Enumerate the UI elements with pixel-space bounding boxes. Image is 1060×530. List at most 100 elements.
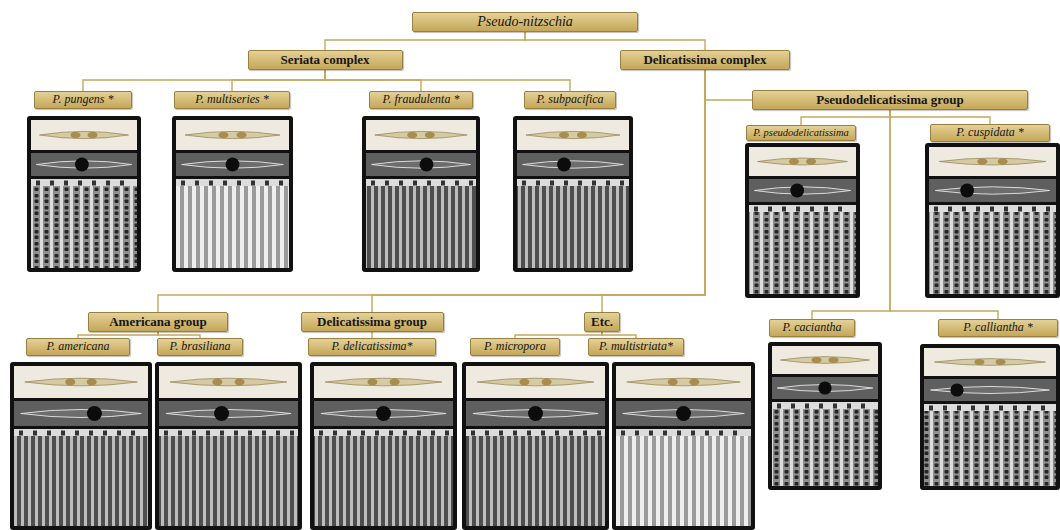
fibula xyxy=(929,406,933,411)
central-nodule xyxy=(790,184,804,198)
diatom-cell xyxy=(25,378,138,386)
light-micrograph xyxy=(466,366,605,398)
raphe-band xyxy=(924,404,1056,411)
panel-frame xyxy=(362,116,480,272)
chloroplast xyxy=(668,379,678,386)
light-micrograph xyxy=(517,120,629,150)
fibula xyxy=(592,181,596,186)
fibula xyxy=(131,431,135,436)
tem-micrograph xyxy=(314,401,453,426)
chloroplast xyxy=(87,132,97,138)
species-label: P. pungens * xyxy=(53,93,114,106)
striae-detail xyxy=(14,429,148,526)
fibula xyxy=(847,404,851,409)
chloroplast xyxy=(71,132,81,138)
valve-outline xyxy=(21,410,142,418)
fibula xyxy=(1013,406,1017,411)
light-micrograph xyxy=(924,348,1056,376)
light-micrograph xyxy=(366,120,476,150)
tree-connector xyxy=(801,110,890,125)
fibula xyxy=(178,431,182,436)
species-box: P. fraudulenta * xyxy=(369,91,473,109)
fibula xyxy=(441,181,445,186)
complex-box: Seriata complex xyxy=(248,50,403,70)
diatom-cell xyxy=(935,359,1046,366)
fibula xyxy=(279,181,283,186)
species-label: Pseudo-nitzschia xyxy=(477,14,573,29)
species-label: P. caciantha xyxy=(782,321,841,334)
species-label: P. pseudodelicatissima xyxy=(753,127,848,139)
fibula xyxy=(833,404,837,409)
chloroplast xyxy=(212,379,222,386)
diatom-cell xyxy=(526,131,620,138)
panel-frame xyxy=(10,362,152,530)
micrograph-panel xyxy=(27,116,141,272)
species-label: P. delicatissima* xyxy=(331,340,412,353)
chloroplast xyxy=(577,132,587,138)
chloroplast xyxy=(559,132,569,138)
chloroplast xyxy=(689,379,699,386)
fibula xyxy=(705,431,709,436)
fibula xyxy=(262,431,266,436)
species-label: P. calliantha * xyxy=(963,321,1032,334)
fibula xyxy=(777,404,781,409)
species-label: P. subpacifica xyxy=(536,93,603,106)
light-micrograph xyxy=(31,120,137,150)
species-box: P. multiseries * xyxy=(174,91,290,109)
raphe-band xyxy=(466,429,605,436)
chloroplast xyxy=(996,359,1006,365)
light-micrograph xyxy=(159,366,298,398)
fibula xyxy=(78,181,82,186)
fibula xyxy=(663,431,667,436)
striae-detail xyxy=(31,179,137,268)
fibula xyxy=(513,431,517,436)
fibula xyxy=(265,181,269,186)
species-box: P. micropora xyxy=(470,338,560,356)
striae-detail xyxy=(176,179,289,268)
light-micrograph xyxy=(749,147,856,176)
fibula xyxy=(389,431,393,436)
central-nodule xyxy=(226,158,240,172)
fibula xyxy=(550,181,554,186)
tree-connector xyxy=(325,70,570,91)
species-box: P. americana xyxy=(26,338,130,356)
tem-micrograph xyxy=(466,401,605,426)
tree-connector xyxy=(525,32,705,50)
group-label: Pseudodelicatissima group xyxy=(816,93,963,107)
tem-micrograph xyxy=(159,401,298,426)
fibula xyxy=(445,431,449,436)
fibula xyxy=(385,181,389,186)
striae-detail xyxy=(314,429,453,526)
fibula xyxy=(33,431,37,436)
micrograph-panel xyxy=(745,143,860,298)
fibula xyxy=(768,207,772,212)
micrograph-panel xyxy=(172,116,293,272)
group-label: Americana group xyxy=(109,315,207,329)
group-box: Pseudodelicatissima group xyxy=(752,90,1028,110)
tree-connector xyxy=(158,70,705,312)
fibula xyxy=(782,207,786,212)
fibula xyxy=(103,431,107,436)
tree-connector xyxy=(372,70,705,312)
panel-frame xyxy=(462,362,609,530)
raphe-band xyxy=(929,205,1056,212)
fibula xyxy=(810,207,814,212)
tem-micrograph xyxy=(517,153,629,176)
diatom-cell xyxy=(758,158,848,165)
fibula xyxy=(541,431,545,436)
fibula xyxy=(455,181,459,186)
fibula xyxy=(237,181,241,186)
chloroplast xyxy=(407,132,417,138)
tem-micrograph xyxy=(14,401,148,426)
fibula xyxy=(276,431,280,436)
raphe-band xyxy=(31,179,137,186)
group-label: Etc. xyxy=(591,315,613,329)
tem-micrograph xyxy=(176,153,289,176)
micrograph-panel xyxy=(155,362,302,530)
panel-frame xyxy=(920,344,1060,490)
fibula xyxy=(192,431,196,436)
fibula xyxy=(333,431,337,436)
fibula xyxy=(251,181,255,186)
group-box: Americana group xyxy=(88,312,228,332)
